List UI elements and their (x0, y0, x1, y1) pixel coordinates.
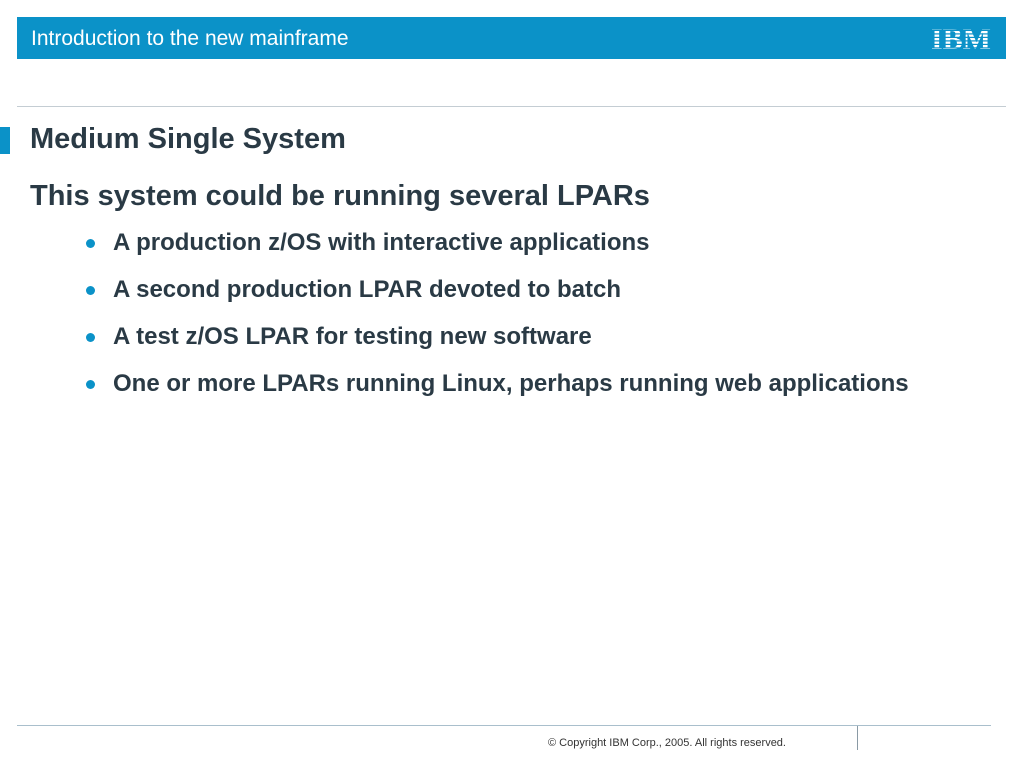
ibm-logo: IBM (931, 24, 991, 52)
header-title: Introduction to the new mainframe (31, 27, 349, 50)
bullet-item: A test z/OS LPAR for testing new softwar… (84, 320, 914, 354)
slide-subtitle: This system could be running several LPA… (30, 180, 650, 212)
bullet-item: One or more LPARs running Linux, perhaps… (84, 367, 914, 401)
header-bar: Introduction to the new mainframe IBM (17, 17, 1006, 59)
svg-text:IBM: IBM (931, 24, 991, 52)
bullet-text: One or more LPARs running Linux, perhaps… (113, 370, 909, 397)
bullet-dot-icon (86, 286, 95, 295)
footer-divider (857, 726, 858, 750)
bullet-dot-icon (86, 333, 95, 342)
slide-title: Medium Single System (30, 123, 346, 155)
bullet-dot-icon (86, 380, 95, 389)
bullet-dot-icon (86, 239, 95, 248)
bullet-item: A second production LPAR devoted to batc… (84, 273, 914, 307)
bottom-divider (17, 725, 991, 726)
title-accent-bar (0, 127, 10, 154)
top-divider (17, 106, 1006, 107)
bullet-text: A production z/OS with interactive appli… (113, 229, 650, 256)
bullet-list: A production z/OS with interactive appli… (84, 226, 914, 414)
bullet-text: A test z/OS LPAR for testing new softwar… (113, 323, 592, 350)
bullet-item: A production z/OS with interactive appli… (84, 226, 914, 260)
copyright-text: © Copyright IBM Corp., 2005. All rights … (548, 737, 786, 749)
bullet-text: A second production LPAR devoted to batc… (113, 276, 622, 303)
